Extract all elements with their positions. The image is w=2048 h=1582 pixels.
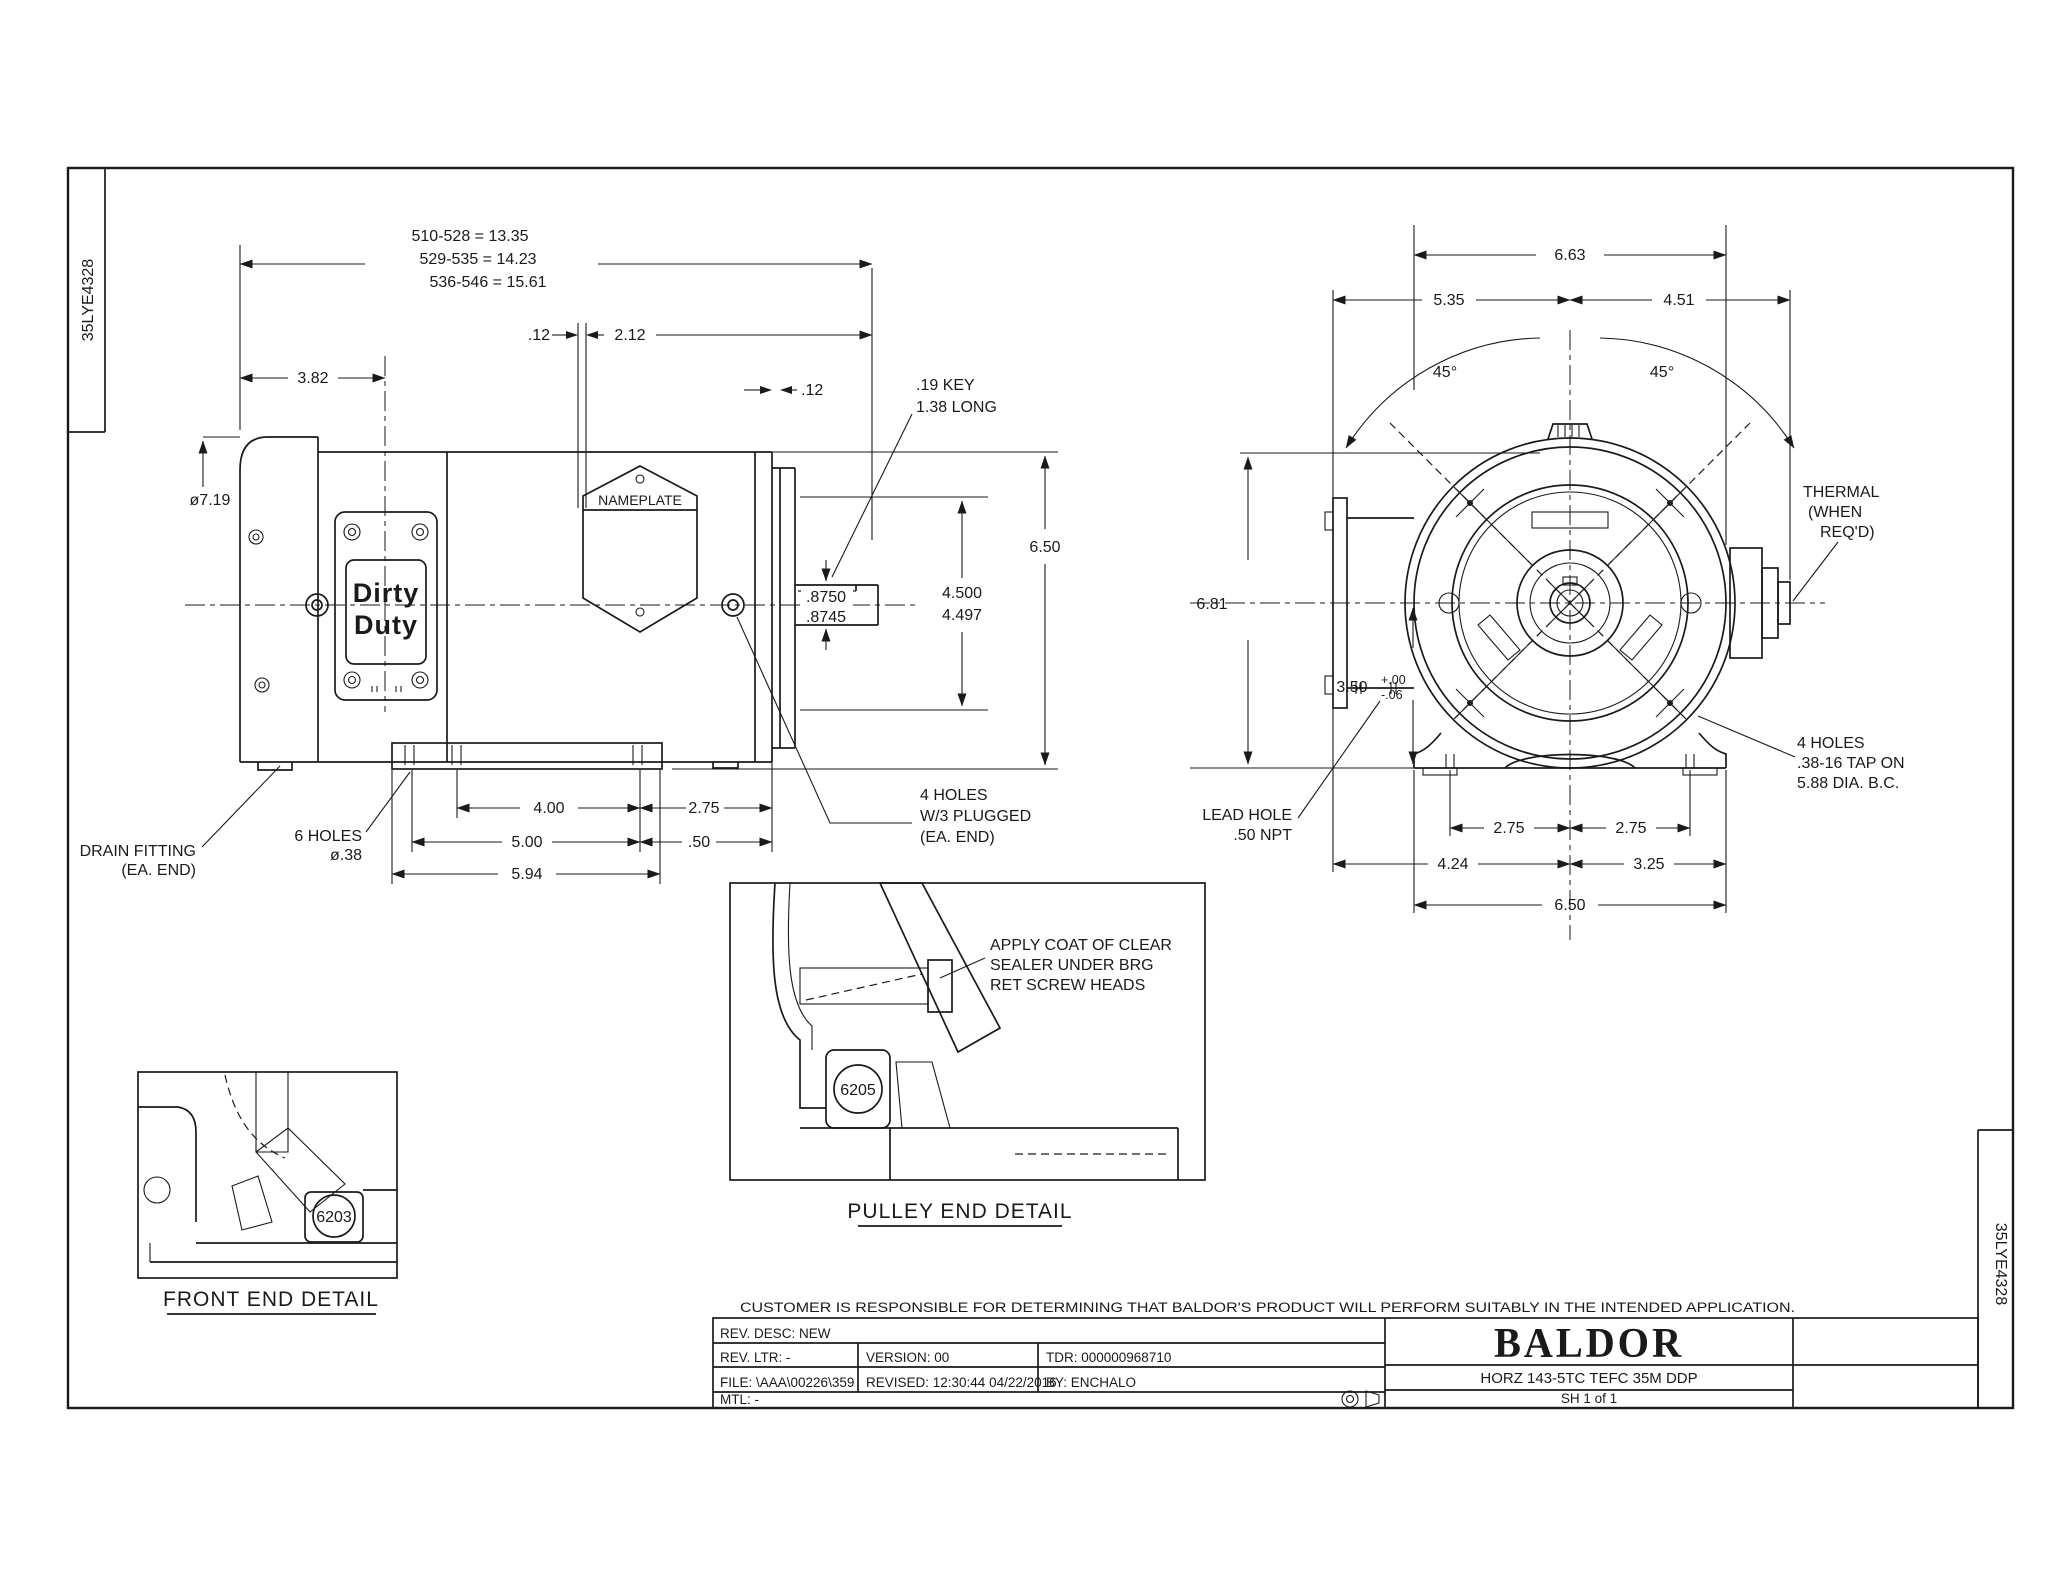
- disclaimer: CUSTOMER IS RESPONSIBLE FOR DETERMINING …: [740, 1300, 1795, 1315]
- terminal-box-plate: Dirty Duty: [334, 511, 438, 701]
- mtl: MTL: -: [720, 1392, 759, 1407]
- dirty-duty-logo2: Duty: [354, 610, 418, 640]
- svg-text:5.35: 5.35: [1433, 292, 1464, 309]
- svg-text:5.94: 5.94: [511, 866, 542, 883]
- side-view-dimensions: 510-528 = 13.35 529-535 = 14.23 536-546 …: [80, 228, 1061, 884]
- svg-text:-.06: -.06: [1381, 688, 1403, 702]
- svg-text:4 HOLES: 4 HOLES: [920, 787, 988, 804]
- base-holes: [404, 745, 643, 765]
- nameplate-tag: NAMEPLATE: [582, 465, 698, 633]
- svg-text:RET SCREW HEADS: RET SCREW HEADS: [990, 977, 1145, 994]
- svg-text:.8745: .8745: [806, 609, 846, 626]
- front-end-detail: 6203 FRONT END DETAIL: [137, 1071, 398, 1315]
- svg-text:3.50: 3.50: [1336, 679, 1367, 696]
- svg-text:2.75: 2.75: [1493, 820, 1524, 837]
- svg-text:6.50: 6.50: [1554, 897, 1585, 914]
- svg-text:2.75: 2.75: [1615, 820, 1646, 837]
- drain-fitting: [257, 762, 293, 771]
- svg-text:45°: 45°: [1433, 364, 1457, 381]
- svg-text:6.63: 6.63: [1554, 247, 1585, 264]
- svg-text:6.50: 6.50: [1029, 539, 1060, 556]
- svg-text:.50 NPT: .50 NPT: [1233, 827, 1292, 844]
- svg-text:.12: .12: [528, 327, 550, 344]
- by: BY: ENCHALO: [1046, 1375, 1136, 1390]
- svg-text:4.00: 4.00: [533, 800, 564, 817]
- pulley-detail-title: PULLEY END DETAIL: [847, 1200, 1072, 1223]
- svg-text:THERMAL: THERMAL: [1803, 484, 1880, 501]
- svg-text:536-546 = 15.61: 536-546 = 15.61: [430, 274, 547, 291]
- svg-text:4.497: 4.497: [942, 607, 982, 624]
- svg-text:.38-16 TAP ON: .38-16 TAP ON: [1797, 755, 1905, 772]
- dirty-duty-logo: Dirty: [353, 578, 420, 608]
- svg-text:3.25: 3.25: [1633, 856, 1664, 873]
- sheet-id-left: 35LYE4328: [80, 259, 97, 342]
- svg-text:4 HOLES: 4 HOLES: [1797, 735, 1865, 752]
- front-bearing-number: 6203: [316, 1209, 352, 1226]
- svg-text:2.75: 2.75: [688, 800, 719, 817]
- projection-symbol: [1341, 1390, 1380, 1408]
- rev-desc: REV. DESC: NEW: [720, 1326, 831, 1341]
- svg-text:+.00: +.00: [1381, 673, 1406, 687]
- front-detail-title: FRONT END DETAIL: [163, 1288, 379, 1311]
- svg-text:.8750: .8750: [806, 589, 846, 606]
- svg-text:ø7.19: ø7.19: [190, 492, 231, 509]
- tap-holes: [1455, 488, 1685, 718]
- sheet-id-right: 35LYE4328: [1992, 1223, 2009, 1306]
- svg-text:4.51: 4.51: [1663, 292, 1694, 309]
- svg-text:.12: .12: [801, 382, 823, 399]
- svg-text:APPLY COAT OF CLEAR: APPLY COAT OF CLEAR: [990, 937, 1172, 954]
- svg-text:4.24: 4.24: [1437, 856, 1468, 873]
- svg-text:LEAD HOLE: LEAD HOLE: [1202, 807, 1292, 824]
- end-view-dimensions: 6.63 5.35 4.51 45° 45° 6.81 3.50 +.00 -.…: [1190, 225, 1905, 914]
- side-view: Dirty Duty NAMEPLATE 510-528 = 13.35 529…: [80, 228, 1061, 884]
- svg-text:W/3 PLUGGED: W/3 PLUGGED: [920, 808, 1031, 825]
- svg-text:(WHEN: (WHEN: [1808, 504, 1862, 521]
- baldor-logo: BALDOR: [1494, 1321, 1684, 1367]
- nameplate-label: NAMEPLATE: [598, 492, 682, 508]
- version: VERSION: 00: [866, 1350, 949, 1365]
- file: FILE: \AAA\00226\359: [720, 1375, 854, 1390]
- svg-text:6 HOLES: 6 HOLES: [294, 828, 362, 845]
- svg-text:DRAIN FITTING: DRAIN FITTING: [80, 843, 196, 860]
- rev-ltr: REV. LTR: -: [720, 1350, 791, 1365]
- svg-text:5.88 DIA. B.C.: 5.88 DIA. B.C.: [1797, 775, 1899, 792]
- pulley-end-detail: 6205 APPLY COAT OF CLEAR SEALER UNDER BR…: [729, 882, 1206, 1227]
- svg-text:(EA. END): (EA. END): [121, 862, 196, 879]
- svg-text:ø.38: ø.38: [330, 847, 362, 864]
- svg-text:2.12: 2.12: [614, 327, 645, 344]
- svg-text:1.38 LONG: 1.38 LONG: [916, 399, 997, 416]
- svg-text:529-535 = 14.23: 529-535 = 14.23: [420, 251, 537, 268]
- end-view: 6.63 5.35 4.51 45° 45° 6.81 3.50 +.00 -.…: [1190, 225, 1905, 940]
- svg-text:3.82: 3.82: [297, 370, 328, 387]
- svg-text:REQ'D): REQ'D): [1820, 524, 1875, 541]
- svg-text:.19 KEY: .19 KEY: [916, 377, 975, 394]
- revised: REVISED: 12:30:44 04/22/2016: [866, 1375, 1057, 1390]
- svg-text:510-528 = 13.35: 510-528 = 13.35: [412, 228, 529, 245]
- svg-text:.50: .50: [688, 834, 710, 851]
- svg-text:SEALER UNDER BRG: SEALER UNDER BRG: [990, 957, 1154, 974]
- svg-text:4.500: 4.500: [942, 585, 982, 602]
- model-line: HORZ 143-5TC TEFC 35M DDP: [1480, 1370, 1697, 1387]
- svg-text:5.00: 5.00: [511, 834, 542, 851]
- svg-text:6.81: 6.81: [1196, 596, 1227, 613]
- tdr: TDR: 000000968710: [1046, 1350, 1171, 1365]
- svg-text:(EA. END): (EA. END): [920, 829, 995, 846]
- sheet-number: SH 1 of 1: [1561, 1391, 1617, 1406]
- svg-text:45°: 45°: [1650, 364, 1674, 381]
- pulley-bearing-number: 6205: [840, 1082, 876, 1099]
- title-block: CUSTOMER IS RESPONSIBLE FOR DETERMINING …: [712, 1300, 1979, 1409]
